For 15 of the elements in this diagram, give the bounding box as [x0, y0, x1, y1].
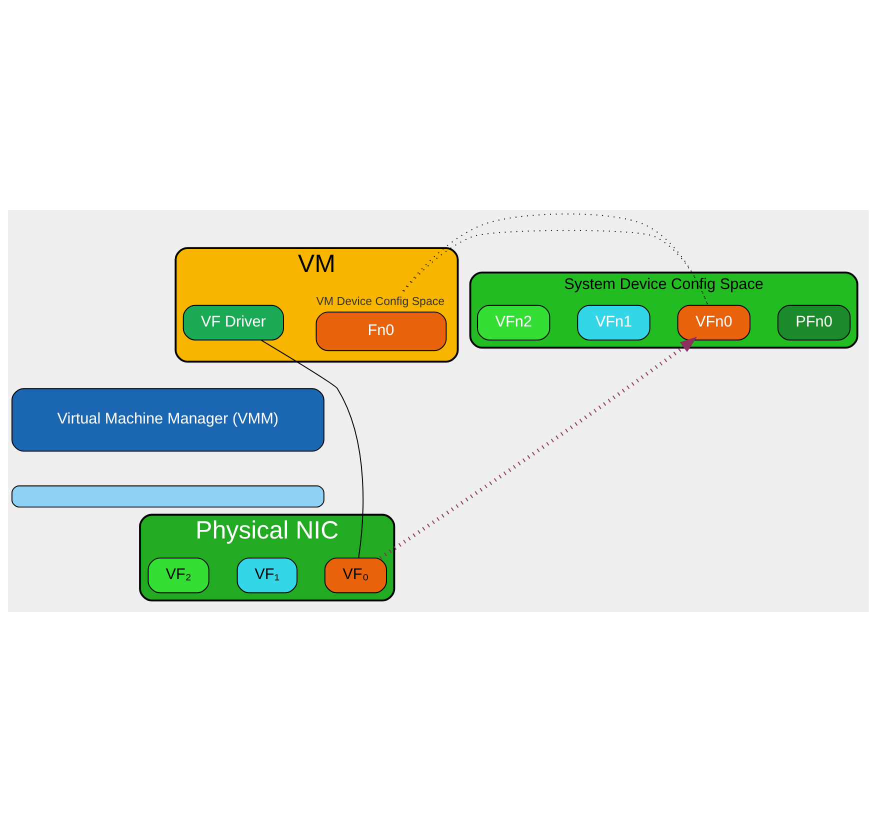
node-box: VFn0 [677, 304, 750, 340]
node-label: VM Device Config Space [316, 296, 445, 308]
node-box: VFn1 [577, 304, 650, 340]
node-box: Virtual Machine Manager (VMM) [11, 388, 324, 452]
node-box: VF₂ [148, 558, 210, 594]
node-box: VF Driver [182, 304, 284, 340]
node-bar [11, 485, 324, 508]
connector [402, 214, 708, 306]
connector [403, 230, 708, 306]
node-box: PFn0 [777, 304, 851, 340]
node-box: VF₀ [324, 558, 387, 594]
arrow [379, 336, 698, 560]
node-box: VF₁ [236, 558, 298, 594]
connector [260, 340, 364, 559]
node-box: VFn2 [477, 304, 550, 340]
